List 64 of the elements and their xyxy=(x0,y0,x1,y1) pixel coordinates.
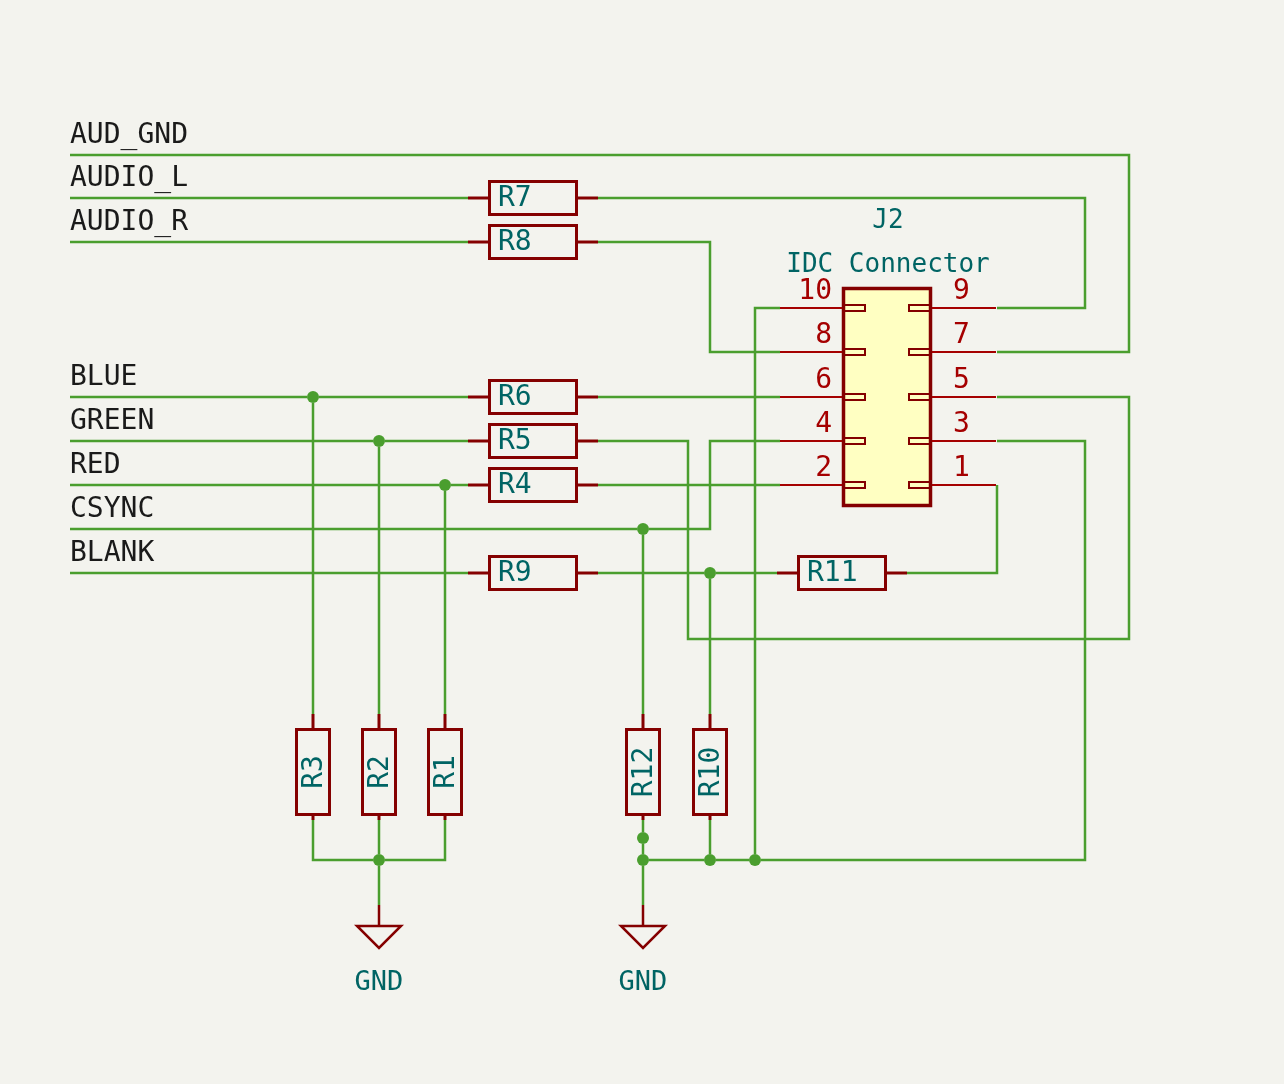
wire xyxy=(716,571,777,575)
pin-number: 6 xyxy=(814,364,832,394)
wire xyxy=(641,866,645,905)
wire xyxy=(70,527,637,531)
wire xyxy=(598,483,780,487)
wire xyxy=(377,820,381,854)
wire xyxy=(385,820,447,862)
net-label: AUDIO_L xyxy=(70,160,220,198)
wire xyxy=(70,439,373,443)
wire xyxy=(311,820,373,862)
wire xyxy=(761,439,1087,862)
junction-dot xyxy=(373,854,385,866)
wire xyxy=(907,485,999,575)
wire xyxy=(753,306,780,854)
net-label: RED xyxy=(70,447,220,485)
junction-dot xyxy=(637,523,649,535)
net-label: BLANK xyxy=(70,535,220,573)
wire xyxy=(641,535,645,714)
wire xyxy=(70,153,1131,354)
wire xyxy=(598,240,780,354)
wire xyxy=(385,439,468,443)
junction-dot xyxy=(704,567,716,579)
net-label: BLUE xyxy=(70,359,220,397)
net-label: CSYNC xyxy=(70,491,220,529)
junction-dot xyxy=(307,391,319,403)
net-label: AUDIO_R xyxy=(70,204,220,242)
wire xyxy=(649,858,704,862)
pin-number: 4 xyxy=(814,408,832,438)
pin-number: 3 xyxy=(953,408,970,438)
wire xyxy=(70,240,468,244)
wire xyxy=(708,820,712,854)
part-name: IDC Connector xyxy=(785,247,991,278)
pin-number: 8 xyxy=(814,319,832,349)
wire xyxy=(598,395,780,399)
wire xyxy=(311,403,315,714)
wire xyxy=(598,196,1087,310)
junction-dot xyxy=(637,854,649,866)
net-label: AUD_GND xyxy=(70,117,220,155)
pin-number: 9 xyxy=(953,275,970,305)
wire xyxy=(443,491,447,714)
pin-number: 5 xyxy=(953,364,970,394)
junction-dot xyxy=(637,832,649,844)
wire xyxy=(70,196,468,200)
junction-dot xyxy=(749,854,761,866)
junction-dot xyxy=(373,435,385,447)
pin-number: 10 xyxy=(797,275,832,305)
pin-number: 7 xyxy=(953,319,970,349)
wire xyxy=(649,439,780,531)
wire xyxy=(598,571,704,575)
wire xyxy=(716,858,749,862)
net-label: GREEN xyxy=(70,403,220,441)
pin-number: 2 xyxy=(814,452,832,482)
junction-dot xyxy=(439,479,451,491)
reference-label: J2 xyxy=(871,203,905,236)
wire xyxy=(70,571,468,575)
pin-number: 1 xyxy=(953,452,970,482)
wire xyxy=(70,483,439,487)
wire xyxy=(598,395,1131,641)
wire xyxy=(377,866,381,905)
wire xyxy=(319,395,468,399)
wire xyxy=(377,447,381,714)
junction-dot xyxy=(704,854,716,866)
wire xyxy=(708,579,712,714)
wire xyxy=(70,395,307,399)
